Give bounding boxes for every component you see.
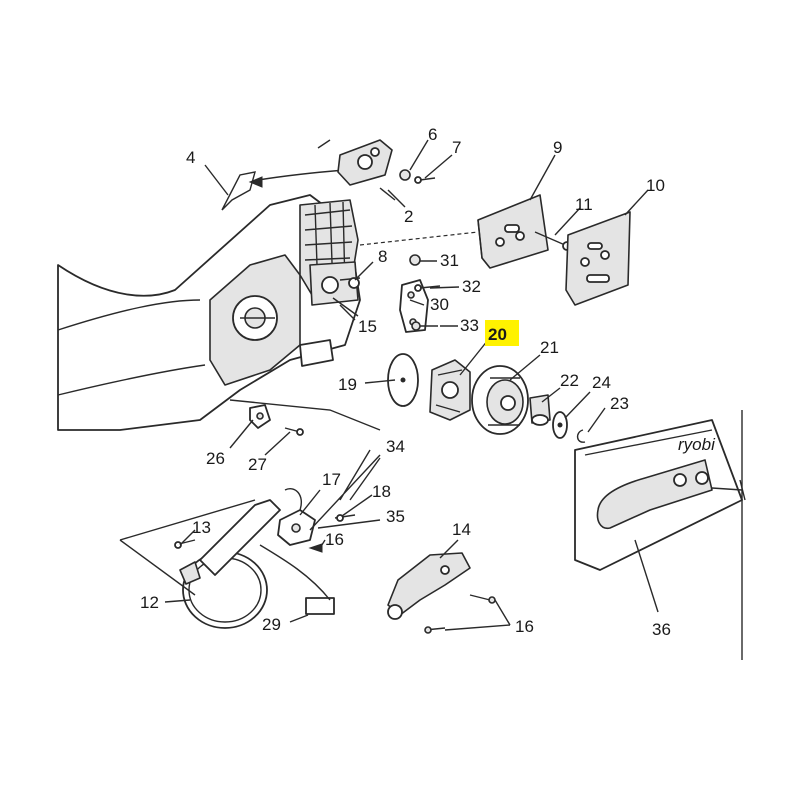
callout-11: 11 [575, 195, 593, 214]
callout-4: 4 [186, 148, 195, 167]
part-32-screw [414, 284, 441, 292]
callout-labels: 4 6 7 2 9 10 11 8 31 32 30 33 15 20 21 1… [140, 125, 671, 639]
assembly-outline-line [309, 449, 381, 531]
callout-29: 29 [262, 615, 281, 634]
callout-10: 10 [646, 176, 665, 195]
assembly-outline-line [229, 399, 381, 431]
callout-9: 9 [553, 138, 562, 157]
part-20-highlight [485, 320, 519, 346]
callout-20: 20 [488, 325, 507, 344]
part-30-plate [399, 279, 429, 333]
part-13-screw [174, 539, 201, 585]
part-4-wire [221, 169, 346, 211]
callout-leaders [164, 139, 659, 631]
part-29-spring [305, 597, 335, 615]
callout-22: 22 [560, 371, 579, 390]
callout-23: 23 [610, 394, 629, 413]
saw-housing [57, 194, 361, 431]
assembly-outline-line [119, 499, 256, 541]
part-27-screw [284, 427, 304, 436]
callout-2: 2 [404, 207, 413, 226]
callout-12: 12 [140, 593, 159, 612]
callout-26: 26 [206, 449, 225, 468]
callout-34: 34 [386, 437, 405, 456]
callout-19: 19 [338, 375, 357, 394]
part-20-clutch [429, 359, 471, 421]
assembly-axis-line [359, 231, 479, 246]
part-33-screw [411, 321, 438, 331]
part-24-washer [552, 411, 568, 439]
part-31-screw [409, 254, 421, 266]
part-21-drum [471, 365, 529, 435]
callout-30: 30 [430, 295, 449, 314]
top-bracket [317, 139, 436, 201]
assembly-outline-line [119, 539, 196, 596]
callout-35: 35 [386, 507, 405, 526]
callout-32: 32 [462, 277, 481, 296]
callout-24: 24 [592, 373, 611, 392]
part-16-screws [424, 594, 496, 634]
callout-6: 6 [428, 125, 437, 144]
callout-18: 18 [372, 482, 391, 501]
callout-16-upper: 16 [325, 530, 344, 549]
callout-21: 21 [540, 338, 559, 357]
part-36-bar-cover: ryobi [574, 419, 746, 571]
callout-27: 27 [248, 455, 267, 474]
callout-33: 33 [460, 316, 479, 335]
callout-31: 31 [440, 251, 459, 270]
assembly-outline-line [259, 544, 331, 601]
callout-13: 13 [192, 518, 211, 537]
part-22-bearing [529, 394, 551, 426]
part-15-pin [332, 297, 359, 317]
callout-15: 15 [358, 317, 377, 336]
part-26-bracket [249, 404, 271, 429]
part-14-brake-lever [387, 552, 471, 620]
callout-17: 17 [322, 470, 341, 489]
part-9-guide-plate [477, 194, 549, 269]
brake-linkage [277, 488, 356, 553]
callout-14: 14 [452, 520, 471, 539]
callout-7: 7 [452, 138, 461, 157]
part-10-outer-plate [565, 211, 631, 306]
callout-8: 8 [378, 247, 387, 266]
callout-36: 36 [652, 620, 671, 639]
part-12-brake-band [182, 499, 281, 629]
callout-16-lower: 16 [515, 617, 534, 636]
part-23-clip [576, 429, 586, 443]
bar-logo-text: ryobi [678, 435, 716, 454]
